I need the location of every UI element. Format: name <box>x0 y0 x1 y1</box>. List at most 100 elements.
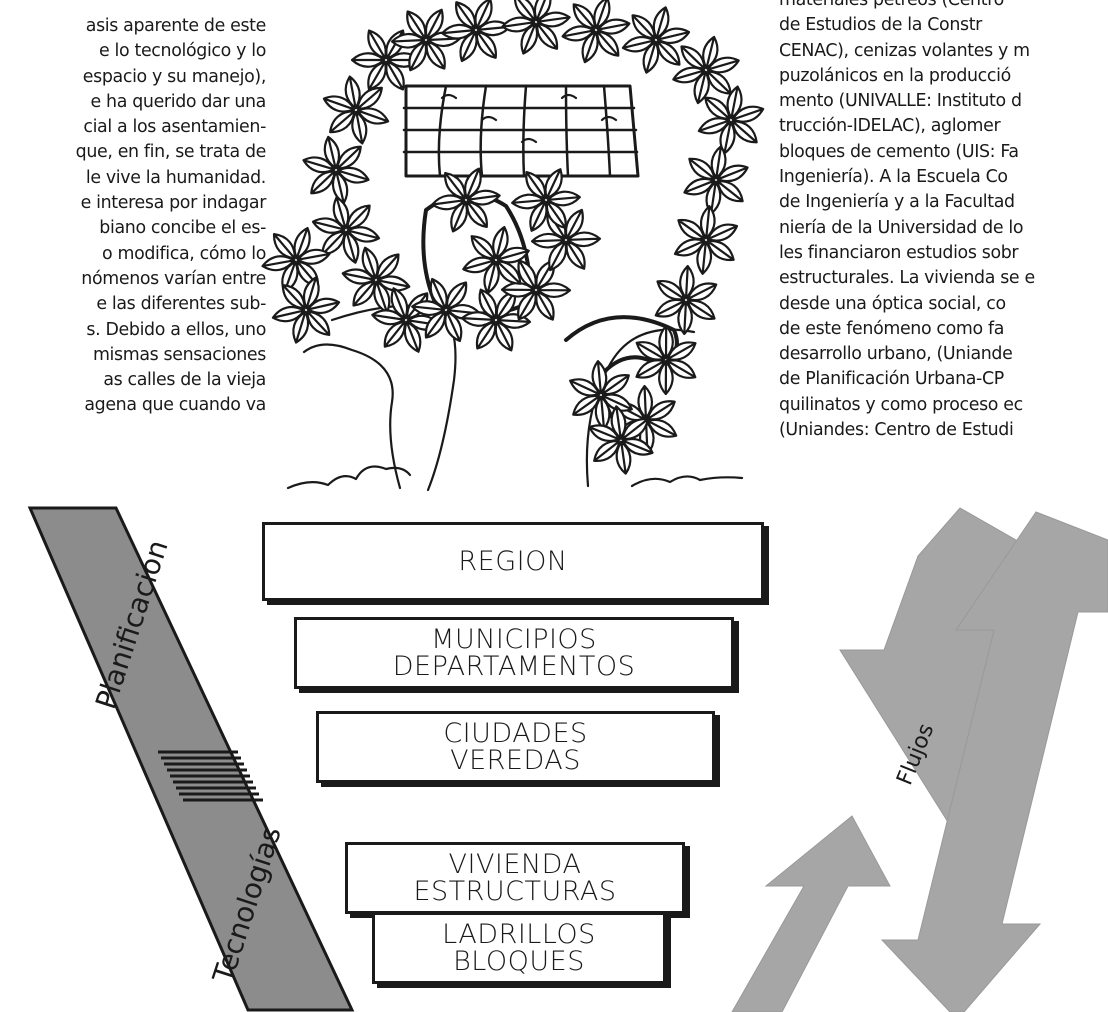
leaf-shape <box>411 300 446 316</box>
text-line: quilinatos y como proceso ec <box>779 394 1023 415</box>
leaf-shape <box>495 290 517 320</box>
leaf-shape <box>336 166 370 184</box>
level-box-vivienda: VIVIENDA ESTRUCTURAS <box>345 842 685 914</box>
leaf-shape <box>533 0 552 22</box>
leaf-shape <box>462 256 496 274</box>
leaf-shape <box>615 440 632 475</box>
leaf-shape <box>621 35 656 53</box>
leaf-shape <box>544 168 563 200</box>
leaf-shape <box>565 208 584 240</box>
leaf-shape <box>594 395 611 430</box>
leaf-shape <box>445 281 468 310</box>
leaf-shape <box>565 240 586 270</box>
leaf-shape <box>731 105 765 123</box>
leaf-shape <box>677 300 693 336</box>
leaf-shape <box>302 276 320 310</box>
leaf-shape <box>373 280 391 314</box>
leaf-shape <box>561 25 596 42</box>
leaf-shape <box>310 170 336 195</box>
house-overgrown-illustration-icon <box>261 0 765 492</box>
leaf-shape <box>406 10 427 40</box>
leaf-shape <box>693 70 710 105</box>
leaf-shape <box>390 287 409 320</box>
leaf-shape <box>666 341 697 361</box>
leaf-shape <box>455 1 477 30</box>
text-line: les financiaron estudios sobr <box>779 242 1019 263</box>
leaf-shape <box>341 268 376 285</box>
leaf-shape <box>719 120 736 155</box>
leaf-shape <box>546 190 581 207</box>
leaf-shape <box>704 96 731 120</box>
bidirectional-arrow-icon <box>880 511 1108 1012</box>
leaf-shape <box>635 341 666 361</box>
leaf-shape <box>702 35 719 70</box>
leaf-shape <box>679 264 695 300</box>
leaf-shape <box>731 120 758 144</box>
leaf-shape <box>281 283 306 310</box>
level-label: REGION <box>458 546 568 577</box>
leaf-shape <box>306 310 331 337</box>
leaf-shape <box>726 85 743 120</box>
leaf-shape <box>716 180 744 203</box>
level-label: DEPARTAMENTOS <box>392 651 636 682</box>
leaf-shape <box>536 282 572 299</box>
leaf-shape <box>272 232 296 260</box>
leaf-shape <box>673 238 706 257</box>
leaf-shape <box>431 194 466 211</box>
text-line: e ha querido dar una <box>90 91 267 112</box>
leaf-shape <box>429 277 448 310</box>
leaf-shape <box>371 309 406 326</box>
leaf-shape <box>444 310 463 343</box>
up-arrow-icon <box>731 815 891 1012</box>
leaf-shape <box>346 226 381 243</box>
leaf-shape <box>610 405 627 440</box>
leaf-shape <box>710 145 727 180</box>
leaf-shape <box>697 117 731 135</box>
leaf-shape <box>464 167 482 200</box>
leaf-shape <box>356 86 383 110</box>
leaf-shape <box>424 310 447 339</box>
leaf-shape <box>656 27 691 45</box>
text-line: que, en fin, se trata de <box>75 142 267 163</box>
leaf-shape <box>367 60 387 91</box>
leaf-shape <box>296 248 331 265</box>
leaf-shape <box>677 218 706 241</box>
leaf-shape <box>466 200 488 229</box>
leaf-shape <box>475 320 497 350</box>
leaf-shape <box>478 288 498 320</box>
leaf-shape <box>444 171 466 200</box>
leaf-shape <box>569 378 601 397</box>
leaf-shape <box>329 110 356 134</box>
level-label: LADRILLOS <box>442 919 596 950</box>
leaf-shape <box>361 246 379 280</box>
leaf-shape <box>494 320 514 352</box>
leaf-shape <box>656 280 686 301</box>
leaf-shape <box>321 230 346 256</box>
leaf-shape <box>572 394 601 416</box>
text-line: de Ingeniería y a la Facultad <box>779 192 1015 213</box>
bar-divider-stripes <box>158 750 263 802</box>
leaf-shape <box>601 374 630 396</box>
leaf-shape <box>517 290 537 321</box>
leaf-shape <box>654 298 686 318</box>
leaf-shape <box>520 22 539 55</box>
leaf-shape <box>500 281 536 298</box>
leaf-shape <box>548 240 567 272</box>
level-label: CIUDADES <box>443 718 588 749</box>
leaf-shape <box>683 177 716 196</box>
text-line: espacio y su manejo), <box>82 66 267 87</box>
text-line: bloques de cemento (UIS: Fa <box>779 141 1019 162</box>
leaf-shape <box>306 297 341 315</box>
text-line: biano concibe el es- <box>99 218 266 239</box>
leaf-shape <box>680 45 706 70</box>
leaf-shape <box>535 290 555 321</box>
leaf-shape <box>637 384 654 420</box>
leaf-shape <box>593 440 621 462</box>
leaf-shape <box>424 8 444 40</box>
leaf-shape <box>408 40 428 72</box>
leaf-shape <box>672 66 706 84</box>
text-line: mismas sensaciones <box>92 344 266 365</box>
level-box-ladrillos: LADRILLOS BLOQUES <box>372 912 666 984</box>
text-line: puzolánicos en la producció <box>779 65 1011 86</box>
leaf-shape <box>271 305 306 323</box>
